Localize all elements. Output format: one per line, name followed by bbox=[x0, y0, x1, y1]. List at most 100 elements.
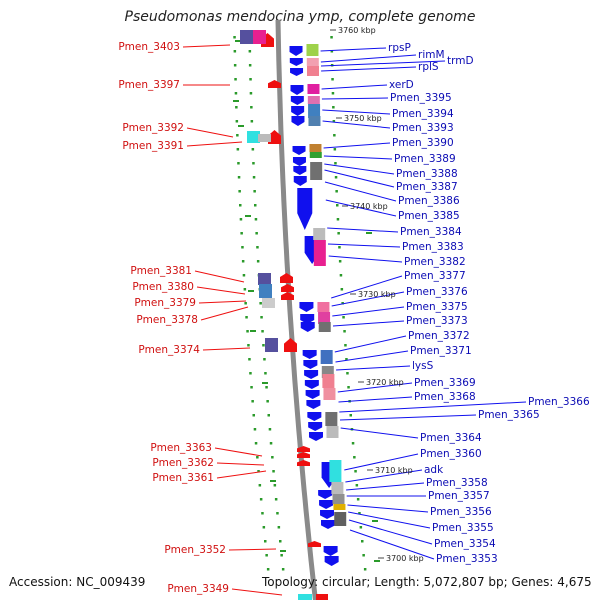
gene-label-right: Pmen_3355 bbox=[432, 522, 494, 534]
gene-label-right: lysS bbox=[412, 360, 434, 372]
ticks-right bbox=[341, 302, 344, 305]
gene-label-right: trmD bbox=[447, 55, 474, 67]
gene-block bbox=[306, 66, 319, 76]
ticks-outer-left bbox=[238, 190, 241, 193]
leader-line-right bbox=[338, 396, 413, 403]
ticks-right bbox=[332, 106, 335, 109]
gene-label-right: Pmen_3373 bbox=[406, 315, 468, 327]
leader-line-left bbox=[228, 548, 277, 551]
ticks-outer-left bbox=[235, 106, 238, 109]
tick-dash bbox=[235, 40, 241, 42]
scale-label: 3740 kbp bbox=[350, 202, 388, 211]
ticks-right bbox=[342, 316, 345, 319]
gene-block bbox=[333, 504, 346, 510]
ticks-inner-left bbox=[273, 484, 277, 487]
ticks-outer-left bbox=[244, 302, 247, 305]
ticks-outer-left bbox=[266, 568, 270, 571]
gene-block bbox=[306, 58, 319, 66]
ticks-inner-left bbox=[269, 442, 273, 445]
forward-gene bbox=[293, 166, 307, 175]
leader-line-left bbox=[202, 347, 251, 351]
gene-label-right: Pmen_3393 bbox=[392, 122, 454, 134]
gene-label-right: Pmen_3365 bbox=[478, 409, 540, 421]
tick-dash bbox=[374, 560, 380, 562]
gene-label-right: adk bbox=[424, 464, 444, 476]
ticks-inner-left bbox=[250, 120, 254, 123]
gene-label-left: Pmen_3362 bbox=[152, 457, 214, 469]
gene-label-right: Pmen_3353 bbox=[436, 553, 498, 565]
ticks-outer-left bbox=[234, 78, 237, 81]
gene-block bbox=[318, 312, 331, 324]
leader-line-left bbox=[216, 462, 265, 466]
leader-line-left bbox=[194, 270, 245, 283]
scale-label: 3730 kbp bbox=[358, 290, 396, 299]
gene-label-left: Pmen_3352 bbox=[164, 544, 226, 556]
ticks-right bbox=[363, 568, 367, 571]
gene-label-right: Pmen_3357 bbox=[428, 490, 490, 502]
ticks-right bbox=[359, 526, 363, 529]
backbone-line bbox=[275, 19, 318, 600]
gene-label-right: rpsP bbox=[388, 42, 411, 54]
ticks-right bbox=[333, 148, 337, 151]
ticks-outer-left bbox=[246, 330, 249, 333]
ticks-right bbox=[354, 470, 357, 473]
gene-block bbox=[332, 494, 345, 504]
gene-block bbox=[308, 116, 321, 126]
leader-line-right bbox=[327, 227, 399, 233]
leader-line-right bbox=[322, 120, 391, 129]
gene-block-cutoff bbox=[316, 594, 328, 600]
ticks-inner-left bbox=[263, 358, 266, 361]
gene-label-left: Pmen_3381 bbox=[130, 265, 192, 277]
gene-label-right: Pmen_3356 bbox=[430, 506, 492, 518]
forward-gene bbox=[324, 556, 339, 566]
ticks-right bbox=[353, 456, 356, 459]
forward-gene bbox=[290, 96, 304, 105]
ticks-inner-left bbox=[249, 92, 253, 95]
gene-label-right: rplS bbox=[418, 61, 439, 73]
gene-label-right: Pmen_3366 bbox=[528, 396, 590, 408]
ticks-inner-left bbox=[265, 386, 268, 389]
gene-label-left: Pmen_3349 bbox=[167, 583, 229, 595]
ticks-inner-left bbox=[252, 162, 255, 165]
ticks-outer-left bbox=[237, 176, 241, 179]
leader-line-right bbox=[321, 66, 417, 72]
forward-gene bbox=[305, 390, 320, 399]
leader-line-right bbox=[337, 382, 413, 393]
gene-label-right: rimM bbox=[418, 49, 445, 61]
forward-gene bbox=[320, 510, 335, 519]
tick-marks bbox=[233, 36, 380, 571]
gene-label-right: Pmen_3372 bbox=[408, 330, 470, 342]
ticks-right bbox=[331, 92, 335, 95]
ticks-right bbox=[335, 190, 338, 193]
ticks-inner-left bbox=[249, 78, 252, 81]
ticks-inner-left bbox=[248, 50, 252, 53]
ticks-inner-left bbox=[264, 372, 267, 375]
ticks-outer-left bbox=[240, 232, 243, 235]
gene-block bbox=[320, 350, 333, 364]
ticks-outer-left bbox=[239, 218, 243, 221]
gene-label-right: Pmen_3394 bbox=[392, 108, 454, 120]
ticks-inner-left bbox=[267, 414, 270, 417]
gene-label-left: Pmen_3363 bbox=[150, 442, 212, 454]
gene-label-right: Pmen_3354 bbox=[434, 538, 496, 550]
gene-block bbox=[306, 44, 319, 56]
leader-line-left bbox=[216, 470, 267, 479]
leader-line-right bbox=[323, 142, 391, 149]
forward-gene bbox=[293, 176, 307, 186]
reverse-gene bbox=[281, 292, 294, 300]
leader-line-right bbox=[345, 469, 423, 483]
leader-line-left bbox=[182, 44, 231, 48]
ticks-inner-left bbox=[259, 302, 262, 305]
leader-line-right bbox=[348, 511, 431, 529]
ticks-right bbox=[332, 120, 336, 123]
ticks-outer-left bbox=[233, 36, 236, 39]
gene-label-right: Pmen_3395 bbox=[390, 92, 452, 104]
ticks-inner-left bbox=[251, 148, 255, 151]
gene-block bbox=[323, 388, 336, 400]
ticks-outer-left bbox=[250, 386, 253, 389]
ticks-inner-left bbox=[262, 344, 265, 347]
reverse-gene bbox=[297, 452, 310, 458]
tick-dash bbox=[280, 550, 286, 552]
gene-label-right: Pmen_3385 bbox=[398, 210, 460, 222]
